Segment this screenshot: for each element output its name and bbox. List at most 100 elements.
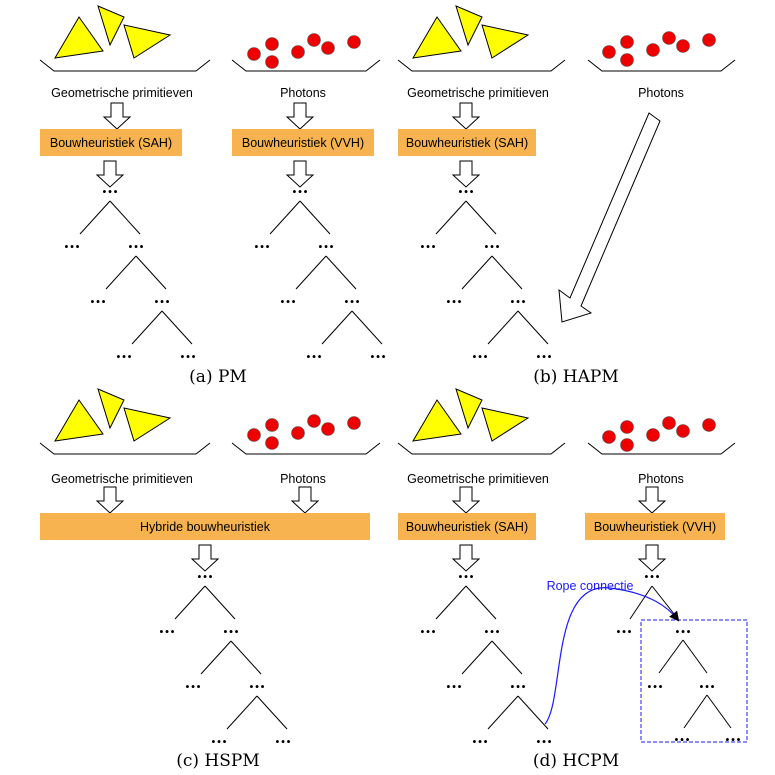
d-photon: [646, 428, 660, 442]
a-tree2-edge: [299, 200, 331, 235]
d-tree1-edge: [465, 585, 497, 620]
b-tree-node: ...: [446, 288, 463, 307]
d-vvh-box: [585, 513, 725, 540]
a-arrow-tree1: [95, 160, 125, 188]
d-subtree-node: ...: [647, 673, 664, 692]
b-photon: [662, 31, 676, 45]
a-tree1-node: ...: [102, 178, 119, 197]
d-sah-box-label: Bouwheuristiek (SAH): [406, 520, 528, 534]
d-tree1-edge: [461, 640, 493, 675]
b-photon-tray: [587, 59, 736, 72]
d-subtree-edge: [683, 694, 708, 729]
a-photon: [321, 41, 335, 55]
a-triangle: [97, 5, 125, 47]
d-photon-label: Photons: [638, 472, 684, 486]
b-photon-label: Photons: [638, 86, 684, 100]
a-photon-label: Photons: [280, 86, 326, 100]
c-photon: [247, 428, 261, 442]
d-tree1-node: ...: [446, 673, 463, 692]
d-tree1-edge: [517, 695, 549, 730]
a-tree2-node: ...: [318, 233, 335, 252]
b-geometry-label: Geometrische primitieven: [407, 86, 549, 100]
a-tree1-edge: [105, 255, 137, 290]
b-tree-node: ...: [472, 343, 489, 362]
a-tree2-node: ...: [254, 233, 271, 252]
d-sah-box: [398, 513, 536, 540]
a-tree1-node: ...: [90, 288, 107, 307]
b-tree-edge: [465, 200, 497, 235]
a-tree2-node: ...: [370, 343, 387, 362]
d-tree1-edge: [491, 640, 523, 675]
b-photon: [620, 53, 634, 67]
c-photon-label: Photons: [280, 472, 326, 486]
b-tree-edge: [435, 200, 467, 235]
d-tree1-node: ...: [420, 618, 437, 637]
d-tree1-node: ...: [536, 728, 553, 747]
b-sah-box: [398, 129, 536, 156]
a-tree1-node: ...: [180, 343, 197, 362]
a-tree2-node: ...: [344, 288, 361, 307]
d-subtree-node: ...: [675, 618, 692, 637]
b-tree-edge: [461, 255, 493, 290]
b-arrow-photons-diagonal: [558, 112, 661, 323]
a-tree2-node: ...: [280, 288, 297, 307]
b-geometry-tray: [397, 59, 566, 72]
d-tree1-node: ...: [510, 673, 527, 692]
d-arrow-tree1: [451, 544, 481, 572]
a-tree1-edge: [131, 310, 163, 345]
caption-b: (b) HAPM: [533, 367, 619, 387]
d-photon: [662, 416, 676, 430]
d-tree2-node: ...: [616, 618, 633, 637]
a-photon: [265, 55, 279, 69]
d-tree2-edge: [651, 585, 679, 620]
b-triangle: [455, 5, 483, 47]
a-vvh-box: [232, 129, 374, 156]
c-tree-node: ...: [197, 563, 214, 582]
a-tree1-edge: [161, 310, 193, 345]
a-photon: [307, 33, 321, 47]
a-tree1-node: ...: [154, 288, 171, 307]
b-arrow-tree: [451, 160, 481, 188]
d-subtree-node: ...: [674, 726, 691, 745]
c-hybrid-box-label: Hybride bouwheuristiek: [140, 520, 271, 534]
d-tree1-edge: [435, 585, 467, 620]
caption-c: (c) HSPM: [176, 751, 260, 771]
c-arrow-photons: [290, 486, 320, 514]
d-subtree-edge: [706, 694, 732, 729]
d-arrow-photons: [637, 486, 667, 514]
c-tree-edge: [230, 640, 262, 675]
a-sah-box-label: Bouwheuristiek (SAH): [50, 136, 172, 150]
d-triangle: [481, 407, 530, 442]
a-tree2-edge: [295, 255, 327, 290]
c-photon: [347, 416, 361, 430]
a-tree1-edge: [109, 200, 141, 235]
b-tree-node: ...: [510, 288, 527, 307]
a-tree2-edge: [351, 310, 383, 345]
b-triangle: [481, 24, 530, 59]
a-tree1-node: ...: [128, 233, 145, 252]
d-tree2-node: ...: [644, 563, 661, 582]
d-photon: [620, 438, 634, 452]
d-subtree-edge: [658, 639, 684, 674]
c-geometry-label: Geometrische primitieven: [51, 472, 193, 486]
d-photon: [676, 424, 690, 438]
c-photon: [321, 422, 335, 436]
a-arrow-geometry: [102, 102, 132, 130]
c-arrow-tree: [190, 544, 220, 572]
a-tree2-edge: [321, 310, 353, 345]
d-tree1-edge: [487, 695, 519, 730]
c-photon-tray: [231, 442, 381, 455]
b-triangle: [412, 16, 462, 59]
d-tree1-node: ...: [484, 618, 501, 637]
c-geometry-tray: [39, 442, 211, 455]
a-arrow-tree2: [285, 160, 315, 188]
b-sah-box-label: Bouwheuristiek (SAH): [406, 136, 528, 150]
b-photon: [620, 35, 634, 49]
c-tree-edge: [256, 695, 288, 730]
d-tree1-node: ...: [458, 563, 475, 582]
d-photon: [702, 418, 716, 432]
c-photon: [265, 436, 279, 450]
d-tree1-node: ...: [472, 728, 489, 747]
b-photon: [702, 33, 716, 47]
